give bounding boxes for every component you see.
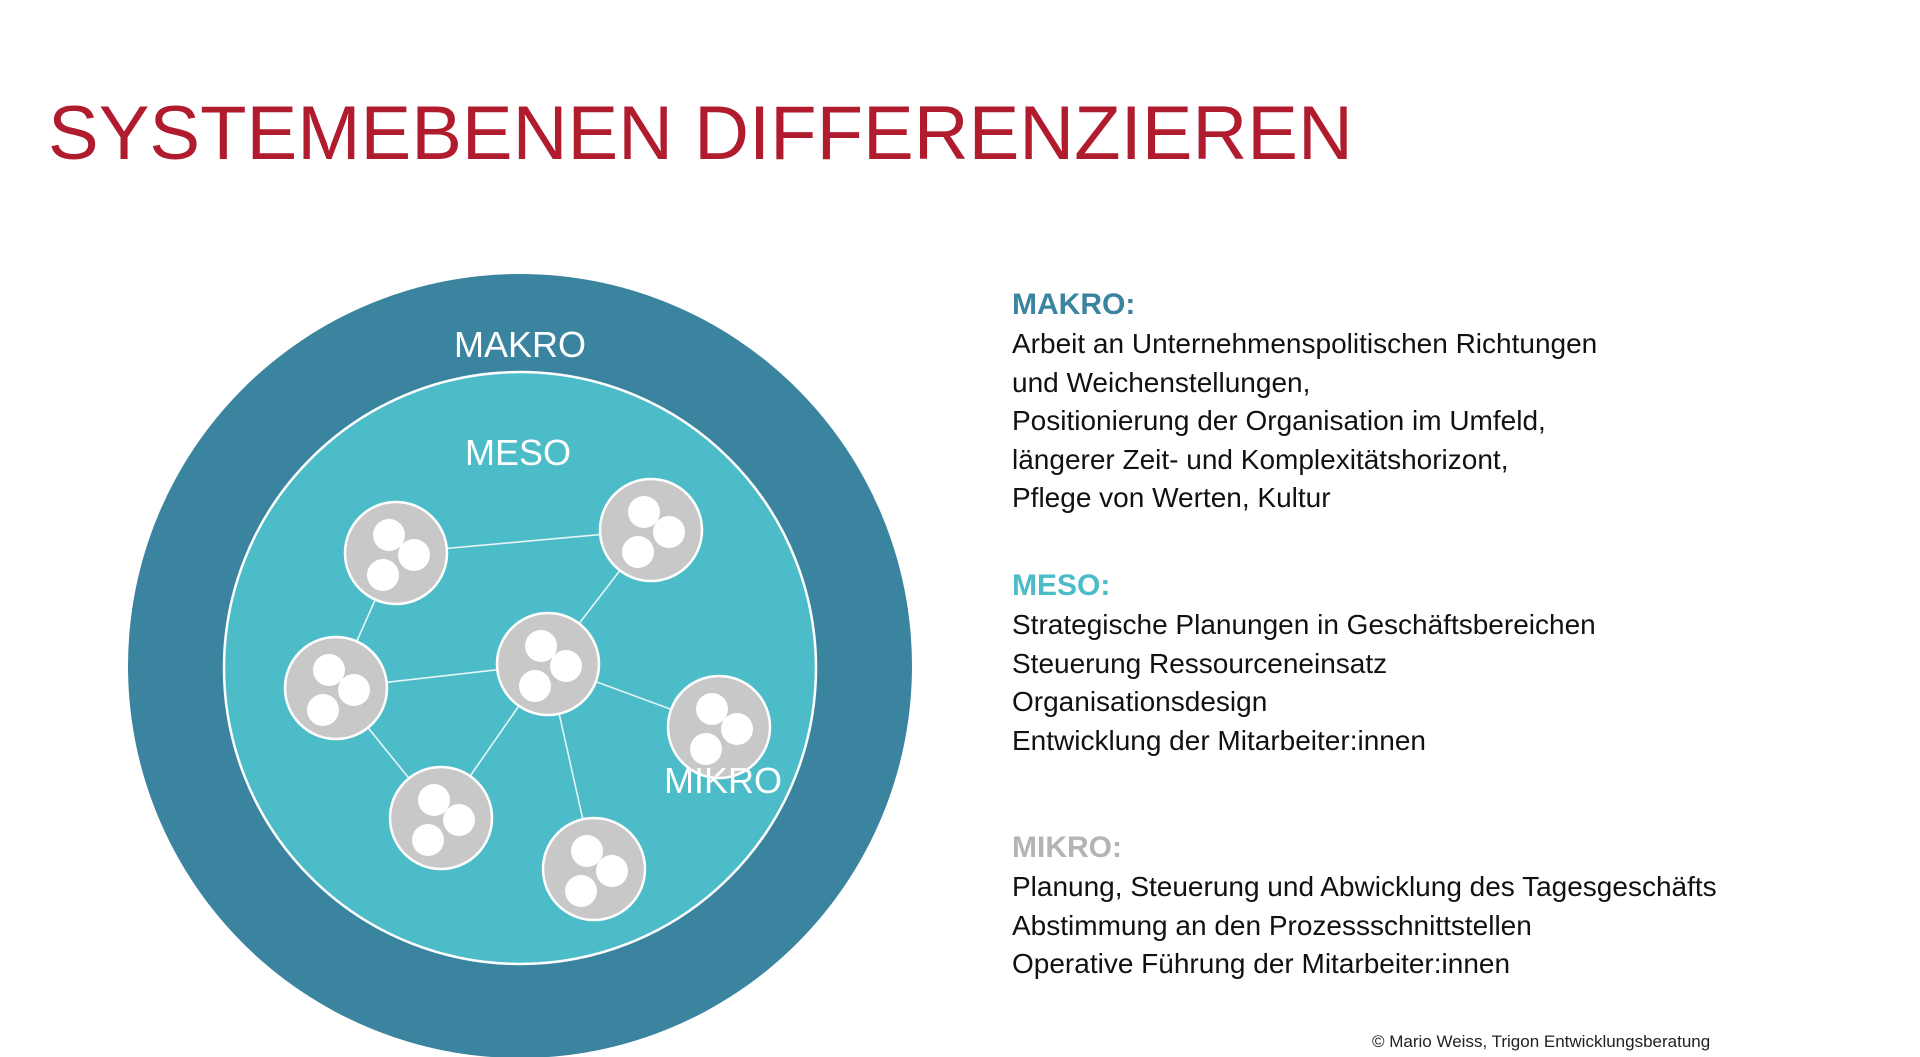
meso-line: Organisationsdesign <box>1012 686 1268 718</box>
mikro-heading: MIKRO: <box>1012 831 1122 864</box>
mikro-node-member <box>690 733 722 765</box>
mikro-line: Operative Führung der Mitarbeiter:innen <box>1012 948 1511 980</box>
mikro-node-member <box>653 516 685 548</box>
mikro-node <box>388 765 494 871</box>
makro-line: Arbeit an Unternehmenspolitischen Richtu… <box>1012 328 1598 359</box>
meso-line: Steuerung Ressourceneinsatz <box>1012 647 1388 679</box>
mikro-node-member <box>367 559 399 591</box>
meso-line: Entwicklung der Mitarbeiter:innen <box>1012 724 1426 756</box>
mikro-node-member <box>696 693 728 725</box>
mikro-line: Abstimmung an den Prozessschnittstellen <box>1012 909 1532 941</box>
mikro-node-member <box>525 630 557 662</box>
mikro-node <box>343 500 449 606</box>
mikro-node <box>598 477 704 583</box>
mikro-node <box>541 816 647 922</box>
mikro-node-member <box>373 519 405 551</box>
mikro-node-member <box>443 804 475 836</box>
makro-description: MAKRO: Arbeit an Unternehmenspolitischen… <box>1012 285 1892 518</box>
mikro-node-member <box>519 670 551 702</box>
mikro-node <box>495 611 601 717</box>
mikro-label: MIKRO <box>664 760 782 801</box>
mikro-node <box>283 635 389 741</box>
page-title: SYSTEMEBENEN DIFFERENZIEREN <box>48 91 1353 176</box>
mikro-node-member <box>307 694 339 726</box>
mikro-node-member <box>418 784 450 816</box>
meso-description: MESO: Strategische Planungen in Geschäft… <box>1012 566 1892 760</box>
mikro-node-member <box>338 674 370 706</box>
mikro-line: Planung, Steuerung und Abwicklung des Ta… <box>1012 871 1717 902</box>
makro-line: und Weichenstellungen, <box>1012 366 1311 398</box>
mikro-node-member <box>550 650 582 682</box>
mikro-node-member <box>571 835 603 867</box>
mikro-node-member <box>565 875 597 907</box>
mikro-node-member <box>628 496 660 528</box>
mikro-network <box>283 477 772 922</box>
makro-line: Pflege von Werten, Kultur <box>1012 482 1331 514</box>
mikro-node-member <box>596 855 628 887</box>
makro-label: MAKRO <box>454 324 586 365</box>
meso-heading: MESO: <box>1012 569 1111 602</box>
mikro-node-member <box>622 536 654 568</box>
mikro-node-member <box>313 654 345 686</box>
mikro-node-member <box>721 713 753 745</box>
meso-label: MESO <box>465 432 571 473</box>
mikro-description: MIKRO: Planung, Steuerung und Abwicklung… <box>1012 828 1892 984</box>
copyright-credit: © Mario Weiss, Trigon Entwicklungsberatu… <box>1372 1032 1711 1051</box>
mikro-node-member <box>412 824 444 856</box>
makro-heading: MAKRO: <box>1012 288 1136 321</box>
mikro-node-member <box>398 539 430 571</box>
meso-line: Strategische Planungen in Geschäftsberei… <box>1012 609 1596 640</box>
makro-line: Positionierung der Organisation im Umfel… <box>1012 405 1546 437</box>
makro-line: längerer Zeit- und Komplexitätshorizont, <box>1012 443 1509 475</box>
